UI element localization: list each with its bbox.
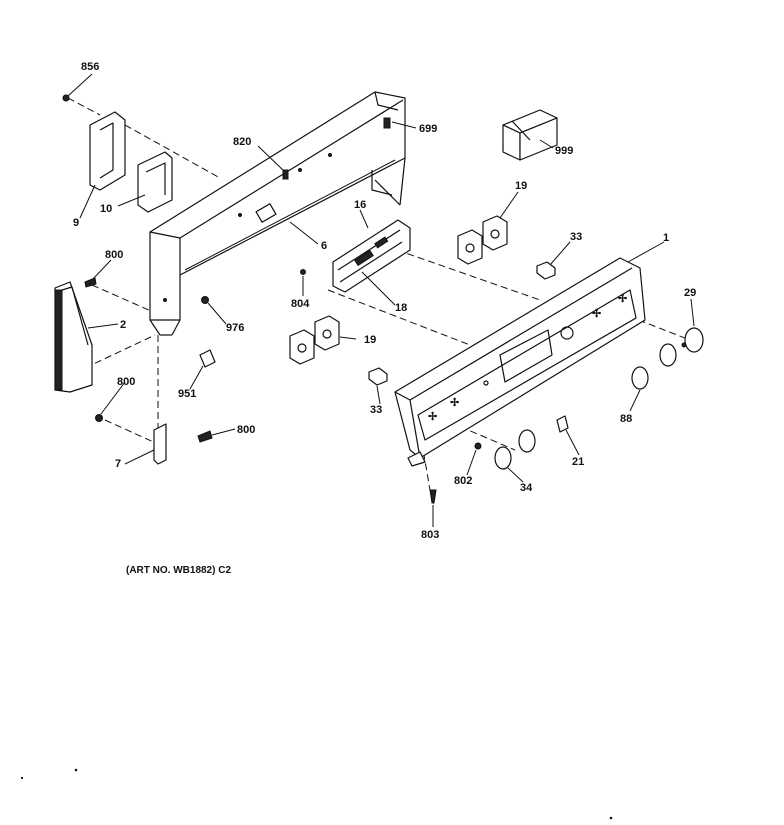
control-board <box>332 219 411 293</box>
art-number-caption: (ART NO. WB1882) C2 <box>126 565 232 576</box>
label-803: 803 <box>421 529 439 541</box>
knob-88-b <box>631 366 649 390</box>
clip-21 <box>556 415 569 433</box>
scan-specks <box>20 768 613 820</box>
screw-803 <box>429 489 437 504</box>
label-800-middle: 800 <box>117 376 135 388</box>
label-18: 18 <box>395 302 407 314</box>
pin-804 <box>300 269 306 275</box>
lower-bracket <box>153 423 167 465</box>
backguard-frame <box>149 91 406 336</box>
label-34: 34 <box>520 482 533 494</box>
svg-text:✢: ✢ <box>592 308 601 320</box>
svg-text:✢: ✢ <box>428 411 437 423</box>
screw-800-top <box>84 277 97 288</box>
end-cap <box>54 281 93 393</box>
knob-34-b <box>494 446 512 470</box>
label-804: 804 <box>291 298 310 310</box>
infinite-switches-upper <box>457 215 508 265</box>
label-10: 10 <box>100 203 112 215</box>
screw-820 <box>282 169 289 180</box>
label-976: 976 <box>226 322 244 334</box>
screw-800-right <box>197 430 213 443</box>
infinite-switches-lower <box>289 315 340 365</box>
label-999: 999 <box>555 145 573 157</box>
screw-800-middle <box>95 414 103 422</box>
label-88: 88 <box>620 413 632 425</box>
svg-text:✢: ✢ <box>450 397 459 409</box>
parts-box-999 <box>502 109 558 161</box>
spring-951 <box>199 349 216 368</box>
label-21: 21 <box>572 456 584 468</box>
label-7: 7 <box>115 458 121 470</box>
label-856: 856 <box>81 61 99 73</box>
label-6: 6 <box>321 240 327 252</box>
label-800-top: 800 <box>105 249 123 261</box>
switch-33-lower <box>368 367 388 386</box>
label-16: 16 <box>354 199 366 211</box>
screw-856 <box>62 94 70 102</box>
screw-802 <box>474 442 482 450</box>
mounting-bracket <box>137 151 173 213</box>
label-29: 29 <box>684 287 696 299</box>
label-9: 9 <box>73 217 79 229</box>
label-1: 1 <box>663 232 669 244</box>
knob-34-a <box>518 429 536 453</box>
screw-699 <box>383 117 391 129</box>
control-panel: ✢ ✢ ✢ ✢ <box>394 257 646 467</box>
svg-text:✢: ✢ <box>618 293 627 305</box>
nut-976 <box>201 296 209 304</box>
label-800-right: 800 <box>237 424 255 436</box>
side-bracket <box>89 111 126 191</box>
switch-33-upper <box>536 261 556 280</box>
label-951: 951 <box>178 388 196 400</box>
label-699: 699 <box>419 123 437 135</box>
label-19-lower: 19 <box>364 334 376 346</box>
knob-88-a <box>659 343 677 367</box>
label-820: 820 <box>233 136 251 148</box>
part-number-labels: 856 699 820 999 9 10 6 16 19 33 1 800 80… <box>73 61 696 541</box>
label-33-upper: 33 <box>570 231 582 243</box>
knob-29 <box>681 327 704 353</box>
label-802: 802 <box>454 475 472 487</box>
label-leader-lines <box>67 73 695 527</box>
label-2: 2 <box>120 319 126 331</box>
label-33-lower: 33 <box>370 404 382 416</box>
label-19-upper: 19 <box>515 180 527 192</box>
